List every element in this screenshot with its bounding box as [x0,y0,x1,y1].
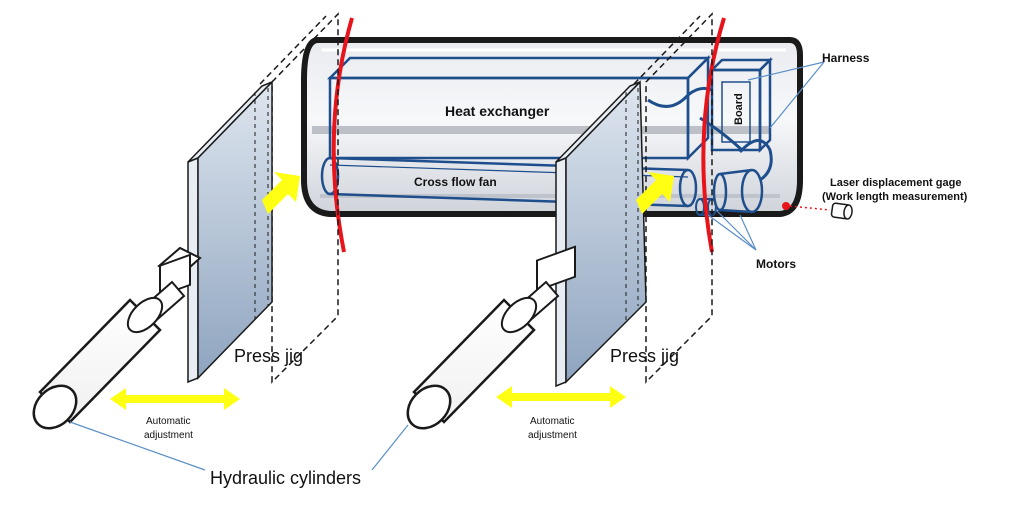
auto-adjust-right-label-2: adjustment [528,430,577,441]
cross-flow-fan-label: Cross flow fan [414,175,497,189]
hydraulic-cylinders-label: Hydraulic cylinders [210,468,361,488]
adjust-arrow-right [496,386,626,408]
auto-adjust-right-label-1: Automatic [530,416,574,427]
harness-label: Harness [822,51,870,65]
cut-lines [331,17,726,253]
heat-exchanger [326,54,712,162]
heat-exchanger-label: Heat exchanger [445,103,550,119]
laser-gage-label-line2: (Work length measurement) [822,191,968,203]
motors-label: Motors [756,257,796,271]
laser-gage-label-line1: Laser displacement gage [830,177,961,189]
press-arrow-right [636,172,674,214]
laser-gage-icon [830,202,853,220]
hydraulic-cylinder-right [406,245,576,430]
leader-lines [69,61,825,471]
press-jig-left-label: Press jig [234,346,303,366]
press-jig-right-label: Press jig [610,346,679,366]
laser-path [782,202,831,211]
auto-adjust-left-label-2: adjustment [144,430,193,441]
press-jig-left [187,12,339,384]
hydraulic-cylinder-left [32,246,202,430]
board-label: Board [733,93,745,125]
adjust-arrow-left [110,388,240,410]
press-arrow-left [262,172,300,214]
auto-adjust-left-label-1: Automatic [146,416,190,427]
